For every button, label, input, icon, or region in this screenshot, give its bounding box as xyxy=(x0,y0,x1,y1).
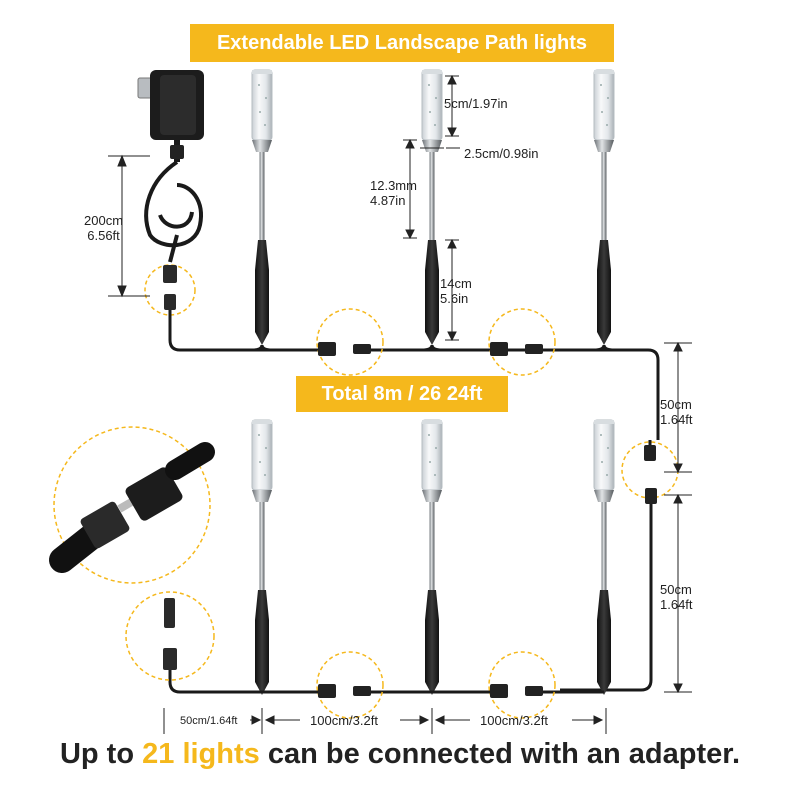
cable-length-metric: 200cm xyxy=(84,213,124,228)
footer-caption: Up to 21 lights can be connected with an… xyxy=(0,738,800,771)
connector-highlight-3 xyxy=(488,308,556,376)
footer-suffix: can be connected with an adapter. xyxy=(259,738,741,770)
lamp-top-2 xyxy=(421,69,443,346)
bottom-second-length: 100cm/3.2ft xyxy=(310,713,378,728)
footer-prefix: Up to xyxy=(59,738,143,770)
riser-upper-metric: 50cm xyxy=(660,397,692,412)
connector-highlight-5 xyxy=(125,591,215,681)
stake-length-label: 14cm 5.6in xyxy=(440,276,472,306)
lamp-top-1 xyxy=(251,69,273,346)
connector-highlight-1 xyxy=(144,264,196,316)
top-cable xyxy=(168,310,660,440)
lamp-bottom-2 xyxy=(421,419,443,696)
connector-highlight-6 xyxy=(316,651,384,719)
power-adapter-icon xyxy=(137,70,204,162)
riser-lower-imperial: 1.64ft xyxy=(660,597,693,612)
lamp-bottom-1 xyxy=(251,419,273,696)
tube-diameter-label: 2.5cm/0.98in xyxy=(464,146,539,161)
riser-lower-metric: 50cm xyxy=(660,582,692,597)
stake-length-imperial: 5.6in xyxy=(440,291,469,306)
total-length-banner: Total 8m / 26 24ft xyxy=(296,376,508,412)
cable-length-label: 200cm 6.56ft xyxy=(84,213,123,243)
coiled-cable-icon xyxy=(144,160,203,263)
connector-highlight-7 xyxy=(488,651,556,719)
stake-length-metric: 14cm xyxy=(440,276,472,291)
riser-upper-label: 50cm 1.64ft xyxy=(660,397,693,427)
footer-highlight: 21 lights xyxy=(142,738,260,770)
stem-length-imperial: 4.87in xyxy=(370,193,406,208)
connector-zoom-detail xyxy=(49,426,215,584)
connector-highlight-2 xyxy=(316,308,384,376)
lamp-bottom-3 xyxy=(593,419,615,696)
lamp-top-3 xyxy=(593,69,615,346)
cable-length-imperial: 6.56ft xyxy=(87,228,120,243)
title-banner: Extendable LED Landscape Path lights xyxy=(190,24,614,62)
riser-upper-imperial: 1.64ft xyxy=(660,412,693,427)
bottom-third-length: 100cm/3.2ft xyxy=(480,713,548,728)
tube-height-label: 5cm/1.97in xyxy=(444,96,508,111)
stem-length-metric: 12.3mm xyxy=(370,178,417,193)
stem-length-label: 12.3mm 4.87in xyxy=(370,178,417,208)
bottom-first-length: 50cm/1.64ft xyxy=(180,715,238,727)
riser-lower-label: 50cm 1.64ft xyxy=(660,582,693,612)
